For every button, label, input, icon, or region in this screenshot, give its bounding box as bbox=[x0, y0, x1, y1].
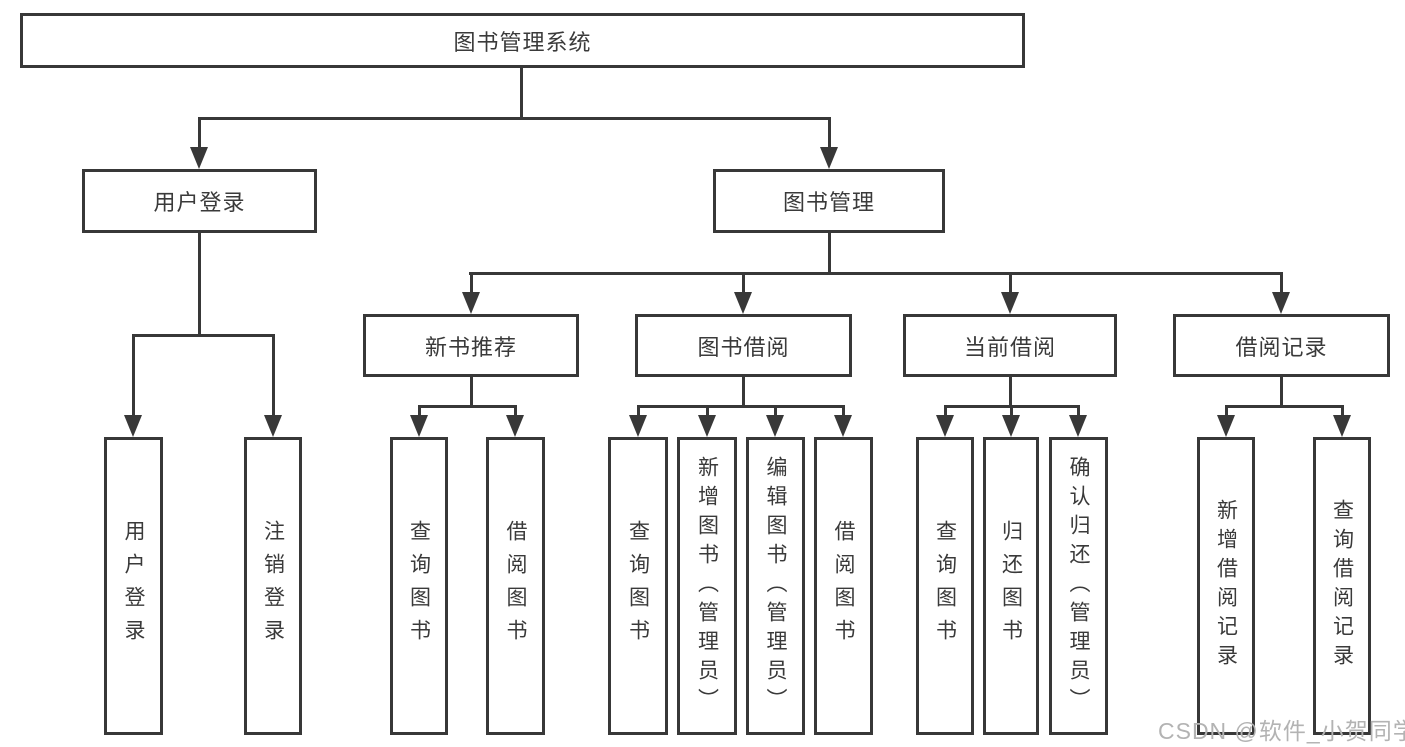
arrowhead-down-icon bbox=[1069, 415, 1087, 437]
node-label: 借阅记录 bbox=[1235, 334, 1328, 360]
leaf-label: 用户登录 bbox=[122, 520, 145, 652]
arrowhead-down-icon bbox=[1272, 292, 1290, 314]
line bbox=[706, 405, 709, 415]
line bbox=[514, 405, 517, 415]
leaf-label: 借阅图书 bbox=[832, 520, 855, 652]
node-user-login-label: 用户登录 bbox=[153, 190, 246, 215]
leaf-label: 查询图书 bbox=[933, 520, 957, 652]
leaf-query-borrow-record: 查询借阅记录 bbox=[1313, 437, 1371, 735]
arrowhead-down-icon bbox=[190, 147, 208, 169]
arrowhead-down-icon bbox=[734, 292, 752, 314]
line bbox=[1009, 272, 1012, 292]
arrowhead-down-icon bbox=[124, 415, 142, 437]
arrowhead-down-icon bbox=[1217, 415, 1235, 437]
line bbox=[470, 377, 473, 407]
leaf-query-book: 查询图书 bbox=[608, 437, 668, 735]
line bbox=[469, 272, 1283, 275]
line bbox=[132, 334, 135, 415]
arrowhead-down-icon bbox=[1333, 415, 1351, 437]
arrowhead-down-icon bbox=[936, 415, 954, 437]
node-borrow-record: 借阅记录 bbox=[1173, 314, 1390, 377]
arrowhead-down-icon bbox=[1001, 292, 1019, 314]
node-root-label: 图书管理系统 bbox=[453, 29, 592, 55]
line bbox=[828, 233, 831, 274]
node-user-login: 用户登录 bbox=[82, 169, 317, 233]
leaf-label: 查询图书 bbox=[407, 520, 431, 652]
node-book-borrow: 图书借阅 bbox=[635, 314, 852, 377]
line bbox=[1077, 405, 1080, 415]
node-book-management-label: 图书管理 bbox=[782, 190, 875, 215]
leaf-user-login: 用户登录 bbox=[104, 437, 163, 735]
leaf-query-book: 查询图书 bbox=[390, 437, 448, 735]
node-root: 图书管理系统 bbox=[20, 13, 1025, 68]
leaf-query-book: 查询图书 bbox=[916, 437, 974, 735]
leaf-logout: 注销登录 bbox=[244, 437, 302, 735]
arrowhead-down-icon bbox=[1002, 415, 1020, 437]
line bbox=[520, 68, 523, 120]
leaf-label: 借阅图书 bbox=[504, 520, 527, 652]
arrowhead-down-icon bbox=[698, 415, 716, 437]
arrowhead-down-icon bbox=[629, 415, 647, 437]
arrowhead-down-icon bbox=[462, 292, 480, 314]
line bbox=[132, 334, 275, 337]
line bbox=[637, 405, 845, 408]
line bbox=[1341, 405, 1344, 415]
leaf-edit-book-admin: 编辑图书（管理员） bbox=[746, 437, 805, 735]
line bbox=[1280, 377, 1283, 407]
leaf-label: 新增借阅记录 bbox=[1214, 499, 1238, 673]
leaf-label: 查询图书 bbox=[626, 520, 650, 652]
arrowhead-down-icon bbox=[264, 415, 282, 437]
line bbox=[418, 405, 421, 415]
arrowhead-down-icon bbox=[506, 415, 524, 437]
line bbox=[944, 405, 947, 415]
leaf-borrow-book: 借阅图书 bbox=[814, 437, 873, 735]
node-new-book-recommend: 新书推荐 bbox=[363, 314, 579, 377]
leaf-label: 注销登录 bbox=[261, 520, 285, 652]
leaf-label: 新增图书（管理员） bbox=[695, 455, 719, 717]
arrowhead-down-icon bbox=[820, 147, 838, 169]
leaf-label: 归还图书 bbox=[999, 520, 1023, 652]
node-label: 图书借阅 bbox=[697, 334, 790, 360]
line bbox=[742, 377, 745, 407]
line bbox=[418, 405, 517, 408]
leaf-confirm-return-admin: 确认归还（管理员） bbox=[1049, 437, 1108, 735]
line bbox=[198, 117, 831, 120]
line bbox=[1225, 405, 1344, 408]
line bbox=[198, 233, 201, 337]
leaf-add-borrow-record: 新增借阅记录 bbox=[1197, 437, 1255, 735]
node-label: 新书推荐 bbox=[424, 334, 517, 360]
line bbox=[774, 405, 777, 415]
line bbox=[1225, 405, 1228, 415]
leaf-label: 查询借阅记录 bbox=[1330, 499, 1354, 673]
line bbox=[637, 405, 640, 415]
line bbox=[1009, 377, 1012, 407]
leaf-borrow-book: 借阅图书 bbox=[486, 437, 545, 735]
leaf-label: 确认归还（管理员） bbox=[1067, 455, 1090, 717]
line bbox=[470, 272, 473, 292]
leaf-add-book-admin: 新增图书（管理员） bbox=[677, 437, 737, 735]
node-label: 当前借阅 bbox=[963, 334, 1056, 360]
arrowhead-down-icon bbox=[834, 415, 852, 437]
line bbox=[828, 117, 831, 147]
arrowhead-down-icon bbox=[766, 415, 784, 437]
leaf-label: 编辑图书（管理员） bbox=[764, 455, 787, 717]
node-book-management: 图书管理 bbox=[713, 169, 945, 233]
line bbox=[272, 334, 275, 415]
line bbox=[1010, 405, 1013, 415]
arrowhead-down-icon bbox=[410, 415, 428, 437]
line bbox=[742, 272, 745, 292]
line bbox=[1280, 272, 1283, 292]
node-current-borrow: 当前借阅 bbox=[903, 314, 1117, 377]
line bbox=[842, 405, 845, 415]
watermark: CSDN @软件_小贺同学 bbox=[1158, 718, 1405, 744]
line bbox=[198, 117, 201, 147]
leaf-return-book: 归还图书 bbox=[983, 437, 1039, 735]
